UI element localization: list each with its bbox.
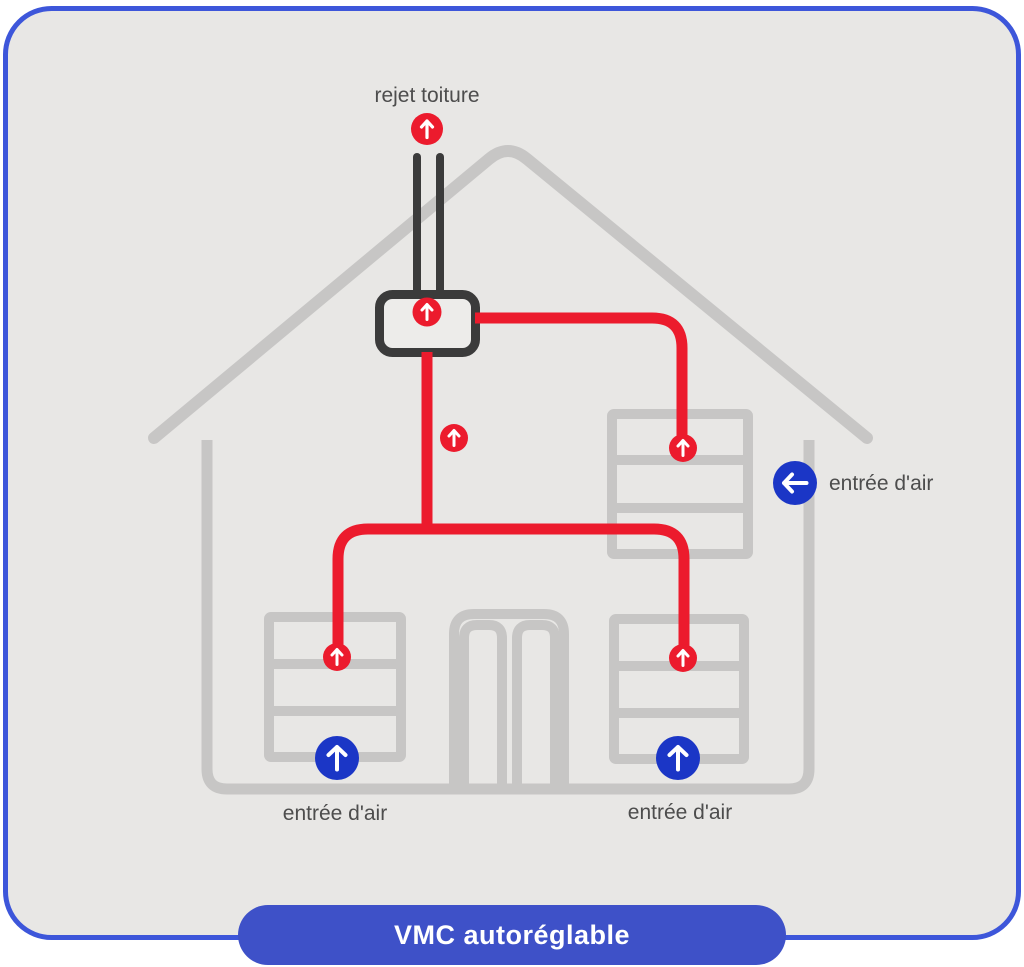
up-arrow-icon xyxy=(330,648,344,666)
inlet-markers xyxy=(315,461,817,780)
up-arrow-icon xyxy=(667,745,689,772)
marker-vent-upper-right xyxy=(669,434,697,462)
door-panel-left xyxy=(459,620,507,790)
house-walls-floor xyxy=(201,440,815,795)
marker-main-duct xyxy=(440,424,468,452)
duct-unit-to-upper-vent xyxy=(475,312,688,440)
up-arrow-icon xyxy=(676,649,690,667)
marker-roof-exhaust xyxy=(411,113,443,145)
label-air-inlet-lower-right: entrée d'air xyxy=(628,801,732,824)
marker-air-inlet-lower-right xyxy=(656,736,700,780)
marker-vent-lower-left xyxy=(323,643,351,671)
chimney xyxy=(413,153,444,298)
up-arrow-icon xyxy=(447,429,461,447)
marker-vent-lower-right xyxy=(669,644,697,672)
marker-air-inlet-lower-left xyxy=(315,736,359,780)
extract-markers xyxy=(323,113,697,672)
title-badge: VMC autoréglable xyxy=(238,905,786,965)
duct-branch-lower xyxy=(332,523,690,650)
label-air-inlet-lower-left: entrée d'air xyxy=(283,802,387,825)
up-arrow-icon xyxy=(419,119,435,140)
left-arrow-icon xyxy=(782,472,809,494)
up-arrow-icon xyxy=(676,439,690,457)
label-roof-exhaust: rejet toiture xyxy=(374,84,479,107)
house-roof xyxy=(148,145,873,444)
ducts xyxy=(332,312,690,650)
title-pill xyxy=(238,905,786,965)
door-panel-right xyxy=(512,620,560,790)
up-arrow-icon xyxy=(420,303,434,321)
door-frame xyxy=(449,609,569,790)
marker-vmc-unit xyxy=(412,297,442,327)
title-text: VMC autoréglable xyxy=(394,920,630,950)
marker-air-inlet-wall xyxy=(773,461,817,505)
up-arrow-icon xyxy=(326,745,348,772)
label-air-inlet-wall: entrée d'air xyxy=(829,472,933,495)
door xyxy=(449,609,569,790)
